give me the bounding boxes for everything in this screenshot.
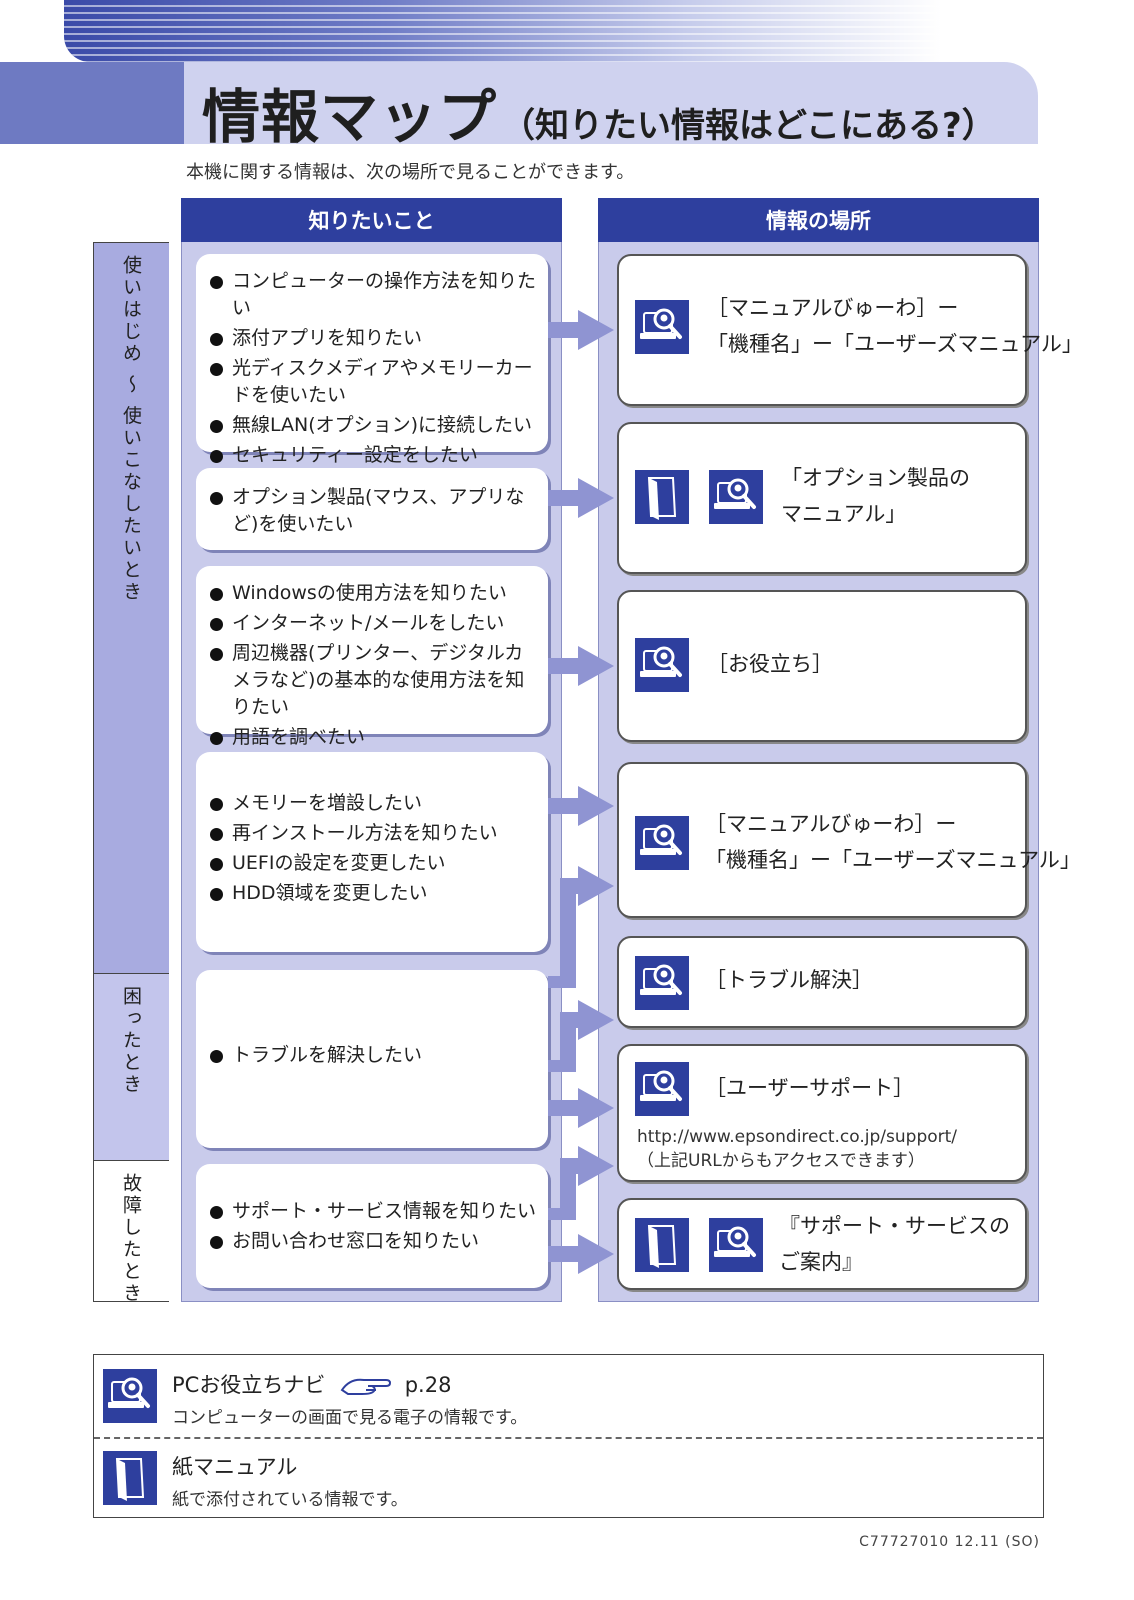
question-item: 無線LAN(オプション)に接続したい [206, 412, 538, 439]
legend-navi-title: PCお役立ちナビ p.28 [172, 1369, 451, 1401]
header-stripes [64, 0, 1134, 62]
question-item: トラブルを解決したい [206, 1042, 538, 1069]
question-item: お問い合わせ窓口を知りたい [206, 1228, 538, 1255]
legend-navi-desc: コンピューターの画面で見る電子の情報です。 [172, 1408, 528, 1428]
question-item: 周辺機器(プリンター、デジタルカメラなど)の基本的な使用方法を知りたい [206, 640, 538, 721]
answer-box-support-guide: 『サポート・サービスの ご案内』 [617, 1198, 1027, 1290]
answer-text: ［ユーザーサポート］ [705, 1076, 915, 1100]
paper-manual-icon [635, 470, 689, 524]
question-item: 光ディスクメディアやメモリーカードを使いたい [206, 355, 538, 409]
question-item: セキュリティー設定をしたい [206, 442, 538, 469]
pc-navi-icon [635, 956, 689, 1010]
side-label-failure-text: 故障したとき [120, 1173, 142, 1305]
header-title-background [184, 62, 1038, 144]
support-url[interactable]: http://www.epsondirect.co.jp/support/ [637, 1127, 958, 1147]
answer-box-useful: ［お役立ち］ [617, 590, 1027, 742]
side-label-failure: 故障したとき [93, 1160, 169, 1305]
pc-navi-icon [709, 470, 763, 524]
column-header-wants: 知りたいこと [181, 198, 562, 242]
answer-box-troubleshoot: ［トラブル解決］ [617, 936, 1027, 1028]
support-url-note: （上記URLからもアクセスできます） [637, 1151, 925, 1171]
paper-manual-icon [635, 1218, 689, 1272]
question-item: 再インストール方法を知りたい [206, 820, 538, 847]
page-title-main: 情報マップ [202, 83, 498, 151]
legend-paper-title: 紙マニュアル [172, 1455, 298, 1479]
page-title-sub: （知りたい情報はどこにある?） [501, 106, 996, 146]
answer-text: ［お役立ち］ [707, 652, 833, 676]
legend-navi-page[interactable]: p.28 [404, 1373, 452, 1397]
answer-box-user-support: ［ユーザーサポート］ http://www.epsondirect.co.jp/… [617, 1044, 1027, 1182]
answer-text: 『サポート・サービスの ご案内』 [779, 1214, 1010, 1274]
page-title: 情報マップ （知りたい情報はどこにある?） [202, 70, 996, 151]
document-code: C77727010 12.11 (SO) [859, 1534, 1040, 1550]
question-box-4: メモリーを増設したい 再インストール方法を知りたい UEFIの設定を変更したい … [196, 752, 548, 952]
question-item: インターネット/メールをしたい [206, 610, 538, 637]
side-label-trouble: 困ったとき [93, 973, 169, 1173]
question-box-2: オプション製品(マウス、アプリなど)を使いたい [196, 468, 548, 550]
question-item: 添付アプリを知りたい [206, 325, 538, 352]
legend: PCお役立ちナビ p.28 コンピューターの画面で見る電子の情報です。 紙マニュ… [93, 1354, 1044, 1518]
pc-navi-icon [709, 1218, 763, 1272]
pc-navi-icon [103, 1369, 157, 1423]
answer-text: 「オプション製品の マニュアル」 [781, 466, 970, 526]
pc-navi-icon [635, 300, 689, 354]
answer-text: ［マニュアルびゅーわ］ー 「機種名」ー「ユーザーズマニュアル」 [707, 296, 1083, 356]
question-item: メモリーを増設したい [206, 790, 538, 817]
intro-text: 本機に関する情報は、次の場所で見ることができます。 [186, 162, 635, 183]
question-item: UEFIの設定を変更したい [206, 850, 538, 877]
question-item: Windowsの使用方法を知りたい [206, 580, 538, 607]
answer-text: ［トラブル解決］ [705, 968, 873, 992]
pc-navi-icon [635, 816, 689, 870]
answer-box-option-manual: 「オプション製品の マニュアル」 [617, 422, 1027, 574]
header-left-block [0, 62, 184, 144]
question-item: オプション製品(マウス、アプリなど)を使いたい [206, 484, 538, 538]
legend-divider [94, 1437, 1043, 1439]
side-label-start-text: 使いはじめ ～ 使いこなしたいとき [120, 255, 142, 604]
question-item: サポート・サービス情報を知りたい [206, 1198, 538, 1225]
side-label-start: 使いはじめ ～ 使いこなしたいとき [93, 242, 169, 987]
answer-box-manual-viewer-2: ［マニュアルびゅーわ］ー 「機種名」ー「ユーザーズマニュアル」 [617, 762, 1081, 918]
side-label-trouble-text: 困ったとき [120, 986, 142, 1096]
column-header-locations: 情報の場所 [598, 198, 1039, 242]
question-item: HDD領域を変更したい [206, 880, 538, 907]
question-box-3: Windowsの使用方法を知りたい インターネット/メールをしたい 周辺機器(プ… [196, 566, 548, 748]
paper-manual-icon [103, 1451, 157, 1505]
pc-navi-icon [635, 1062, 689, 1116]
answer-box-manual-viewer-1: ［マニュアルびゅーわ］ー 「機種名」ー「ユーザーズマニュアル」 [617, 254, 1083, 406]
pc-navi-icon [635, 638, 689, 692]
question-item: 用語を調べたい [206, 724, 538, 751]
answer-text: ［マニュアルびゅーわ］ー 「機種名」ー「ユーザーズマニュアル」 [705, 812, 1081, 872]
legend-paper-desc: 紙で添付されている情報です。 [172, 1490, 408, 1510]
question-box-6: サポート・サービス情報を知りたい お問い合わせ窓口を知りたい [196, 1164, 548, 1288]
question-box-5: トラブルを解決したい [196, 970, 548, 1148]
question-item: コンピューターの操作方法を知りたい [206, 268, 538, 322]
pointing-hand-icon [340, 1372, 392, 1401]
question-box-1: コンピューターの操作方法を知りたい 添付アプリを知りたい 光ディスクメディアやメ… [196, 254, 548, 466]
legend-navi-title-text: PCお役立ちナビ [172, 1373, 326, 1397]
